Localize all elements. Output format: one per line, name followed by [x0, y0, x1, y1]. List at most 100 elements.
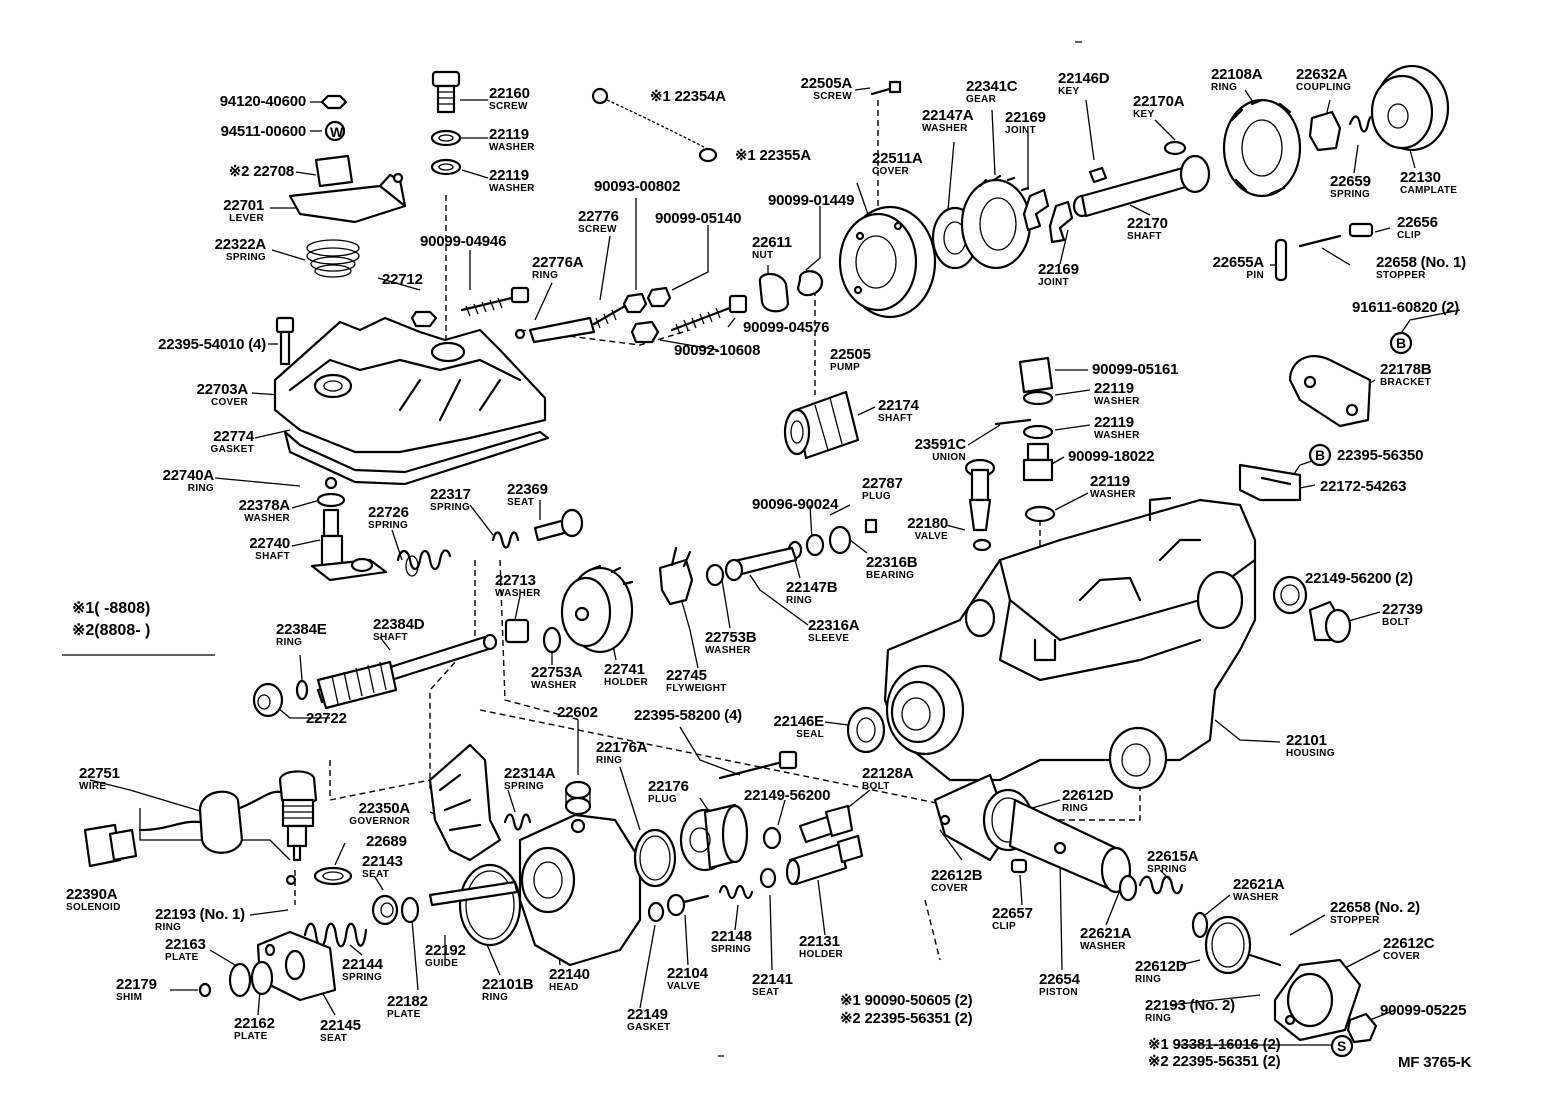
part-label: 22602: [557, 704, 598, 721]
part-label: 22395-54010 (4): [158, 336, 266, 353]
pump-housing: [846, 496, 1352, 862]
part-label: ※2 22395-56351 (2): [1148, 1053, 1281, 1070]
timer-piston: [982, 788, 1378, 1044]
part-label: ※1 22355A: [735, 147, 811, 164]
stray-marks: [718, 41, 1082, 1057]
legend-line-1: ※1( -8808): [72, 600, 151, 617]
part-label: 94120-40600: [219, 93, 306, 110]
part-label: 22395-56350: [1337, 447, 1424, 464]
part-label: 94511-00600: [220, 123, 307, 140]
cover-assembly: [273, 70, 584, 582]
part-label: 22658 (No. 1)STOPPER: [1376, 254, 1466, 281]
part-label: 90099-18022: [1068, 448, 1155, 465]
part-label: 90099-05225: [1380, 1002, 1467, 1019]
ref-circles: [324, 120, 1413, 1058]
part-label: 22172-54263: [1320, 478, 1407, 495]
leader-lines: [89, 87, 1461, 1046]
part-label: 90093-00802: [594, 178, 681, 195]
part-label: 22722: [306, 710, 347, 727]
drive-shaft-sleeve: [783, 390, 860, 460]
part-label: 22395-58200 (4): [634, 707, 742, 724]
ref-letter-s: S: [1337, 1038, 1347, 1054]
part-label: ※1 22354A: [650, 88, 726, 105]
part-label: 90099-01449: [768, 192, 855, 209]
part-label: 22149-56200: [744, 787, 831, 804]
part-label: 22193 (No. 1)RING: [155, 906, 245, 933]
feed-pump: [838, 64, 1450, 502]
figure-code: MF 3765-K: [1398, 1054, 1472, 1071]
part-label: 90092-10608: [674, 342, 761, 359]
part-label: 90099-04576: [743, 319, 830, 336]
part-label: ※2 22395-56351 (2): [840, 1010, 973, 1027]
ref-letter-b: B: [1315, 447, 1326, 463]
part-label: 90099-05140: [655, 210, 742, 227]
part-label: 22193 (No. 2)RING: [1145, 997, 1235, 1024]
part-label: 22689: [366, 833, 407, 850]
adjust-screws: [514, 80, 902, 344]
